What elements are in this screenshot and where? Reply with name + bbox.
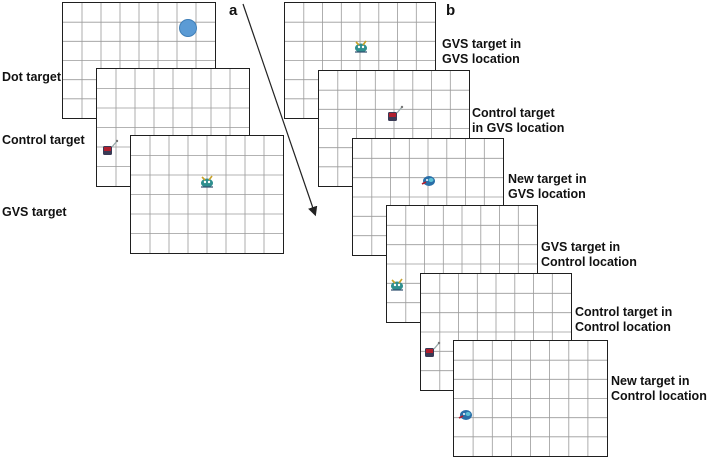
label-b-4-line1: GVS target in (541, 240, 621, 254)
dot-target (179, 19, 197, 37)
grid-lines (454, 341, 607, 456)
label-gvs-target: GVS target (2, 205, 67, 219)
label-b-5: Control target in Control location (575, 305, 672, 335)
label-b-6: New target in Control location (611, 374, 707, 404)
label-b-4: GVS target in Control location (541, 240, 637, 270)
label-b-5-line2: Control location (575, 320, 671, 334)
panel-a-letter: a (229, 2, 238, 19)
label-b-6-line1: New target in (611, 374, 690, 388)
gvs-target-icon (197, 170, 217, 190)
gvs-target-icon (351, 35, 371, 55)
grid-b-6 (453, 340, 608, 457)
label-b-6-line2: Control location (611, 389, 707, 403)
grid-gvs-target (130, 135, 284, 254)
label-b-1: GVS target in GVS location (442, 37, 521, 67)
label-b-5-line1: Control target in (575, 305, 673, 319)
label-b-1-line2: GVS location (442, 52, 520, 66)
label-b-3: New target in GVS location (508, 172, 587, 202)
label-b-3-line1: New target in (508, 172, 587, 186)
label-b-2: Control target in GVS location (472, 106, 564, 136)
control-target-icon (422, 340, 442, 360)
label-b-3-line2: GVS location (508, 187, 586, 201)
label-control-target: Control target (2, 133, 85, 147)
label-b-1-line1: GVS target in (442, 37, 522, 51)
new-target-icon (455, 405, 475, 425)
label-b-2-line1: Control target (472, 106, 555, 120)
label-dot-target: Dot target (2, 70, 62, 84)
label-b-4-line2: Control location (541, 255, 637, 269)
gvs-target-icon (387, 273, 407, 293)
label-b-2-line2: in GVS location (472, 121, 565, 135)
control-target-icon (100, 138, 120, 158)
grid-lines (131, 136, 283, 253)
control-target-icon (385, 104, 405, 124)
panel-b-letter: b (446, 2, 456, 19)
new-target-icon (418, 171, 438, 191)
